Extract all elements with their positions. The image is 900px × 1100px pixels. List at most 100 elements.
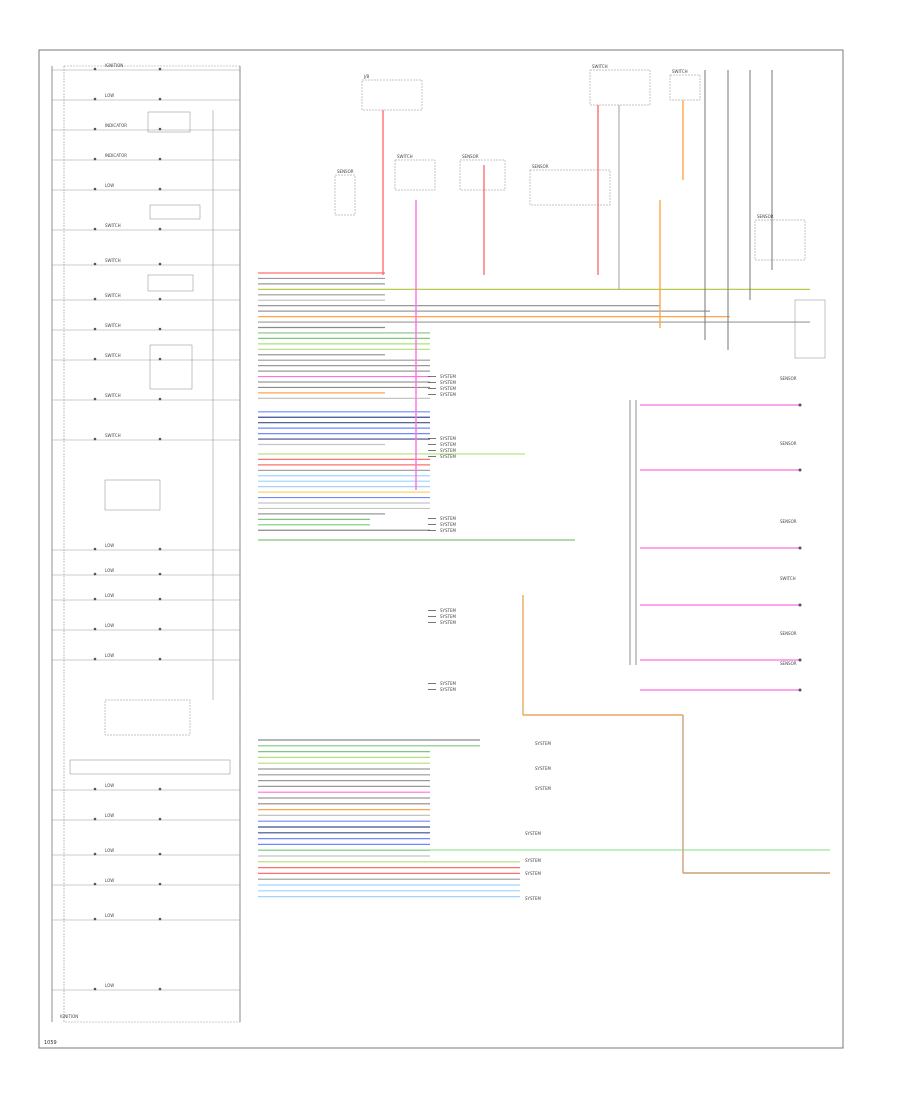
lower-label-text: SYSTEM (535, 741, 551, 746)
cluster-terminal (158, 97, 162, 101)
cluster-row-label: LOW (105, 813, 114, 818)
right-device-label: SENSOR (780, 631, 797, 636)
cluster-terminal (93, 262, 97, 266)
cluster-terminal (93, 787, 97, 791)
lower-label-text: SYSTEM (525, 831, 541, 836)
cluster-terminal (93, 67, 97, 71)
bus-labels: SYSTEMSYSTEMSYSTEMSYSTEMSYSTEMSYSTEMSYST… (428, 374, 456, 692)
bus-label-text: SYSTEM (440, 454, 456, 459)
bus-label-text: SYSTEM (440, 522, 456, 527)
cluster-row-label: SWITCH (105, 393, 121, 398)
cluster-row-label: LOW (105, 983, 114, 988)
cluster-terminal (158, 597, 162, 601)
top-connector-box (754, 219, 806, 261)
reference-code: 1059 (44, 1040, 57, 1046)
bus-label-text: SYSTEM (440, 681, 456, 686)
cluster-rows: IGNITIONLOWINDICATORINDICATORLOWSWITCHSW… (52, 63, 240, 991)
cluster-terminal (158, 157, 162, 161)
right-device-label: SENSOR (780, 661, 797, 666)
top-connector-label: SWITCH (672, 69, 688, 74)
right-device-label: SENSOR (780, 519, 797, 524)
cluster-row-label: SWITCH (105, 293, 121, 298)
cluster-terminal (93, 97, 97, 101)
cluster-terminal (93, 127, 97, 131)
relay-box (794, 299, 826, 359)
cluster-terminal (93, 357, 97, 361)
bus-label-text: SYSTEM (440, 608, 456, 613)
right-device-terminal (798, 658, 802, 662)
top-connector-box (589, 69, 651, 106)
right-device-terminal (798, 688, 802, 692)
cluster-terminal (158, 657, 162, 661)
cluster-terminal (93, 572, 97, 576)
gauge-box-6 (104, 699, 191, 736)
cluster-terminal (93, 227, 97, 231)
cluster-row-label: LOW (105, 783, 114, 788)
gauge-box-5 (104, 479, 161, 511)
vertical-feeds (382, 70, 773, 873)
bus-label-text: SYSTEM (440, 687, 456, 692)
cluster-terminal (158, 987, 162, 991)
cluster-terminal (93, 437, 97, 441)
cluster-terminal (93, 817, 97, 821)
right-device-label: SWITCH (780, 576, 796, 581)
cluster-terminal (93, 397, 97, 401)
top-connector-label: SENSOR (757, 214, 774, 219)
bus-label-text: SYSTEM (440, 620, 456, 625)
cluster-terminal (93, 657, 97, 661)
gauge-box-2 (149, 204, 201, 220)
lower-label-text: SYSTEM (535, 786, 551, 791)
cluster-terminal (158, 852, 162, 856)
cluster-terminal (158, 357, 162, 361)
cluster-terminal (93, 187, 97, 191)
cluster-terminal (158, 572, 162, 576)
bus-label-text: SYSTEM (440, 528, 456, 533)
cluster-row-label: LOW (105, 183, 114, 188)
cluster-terminal (158, 627, 162, 631)
bus-label-text: SYSTEM (440, 442, 456, 447)
lower-label-text: SYSTEM (535, 766, 551, 771)
gauge-box-7 (69, 759, 231, 775)
cluster-terminal (158, 297, 162, 301)
cluster-terminal (93, 297, 97, 301)
cluster-row-label: LOW (105, 568, 114, 573)
cluster-row-label: INDICATOR (105, 153, 127, 158)
right-device-terminal (798, 468, 802, 472)
cluster-row-label: SWITCH (105, 258, 121, 263)
bus-label-text: SYSTEM (440, 614, 456, 619)
right-devices: SENSOR SENSOR SENSOR SWITCH SENSOR SENSOR (640, 376, 802, 692)
cluster-row-label: SWITCH (105, 323, 121, 328)
gauge-box-1 (147, 111, 191, 133)
cluster-outline (63, 65, 241, 1023)
diagram-frame (38, 49, 844, 1049)
cluster-row-label: SWITCH (105, 353, 121, 358)
cluster-terminal (158, 547, 162, 551)
cluster-terminal (158, 187, 162, 191)
cluster-row-label: SWITCH (105, 223, 121, 228)
cluster-terminal (158, 437, 162, 441)
cluster-terminal (93, 327, 97, 331)
right-device-label: SENSOR (780, 376, 797, 381)
cluster-row-label: LOW (105, 848, 114, 853)
gauge-box-4 (149, 344, 193, 390)
cluster-row-label: LOW (105, 93, 114, 98)
cluster-row-label: LOW (105, 543, 114, 548)
cluster-terminal (158, 127, 162, 131)
cluster-title: IGNITION (60, 1014, 78, 1019)
cluster-terminal (93, 627, 97, 631)
top-connector-label: SWITCH (592, 64, 608, 69)
cluster-terminal (93, 852, 97, 856)
top-connector-box (459, 159, 506, 191)
top-connector-box (394, 159, 436, 191)
right-device-terminal (798, 603, 802, 607)
right-device-label: SENSOR (780, 441, 797, 446)
instrument-cluster: IGNITIONLOWINDICATORINDICATORLOWSWITCHSW… (44, 63, 241, 1046)
cluster-terminal (158, 397, 162, 401)
top-connector-label: SENSOR (532, 164, 549, 169)
top-connector-label: J/B (363, 74, 370, 79)
cluster-terminal (158, 787, 162, 791)
bus-label-text: SYSTEM (440, 374, 456, 379)
cluster-terminal (93, 987, 97, 991)
